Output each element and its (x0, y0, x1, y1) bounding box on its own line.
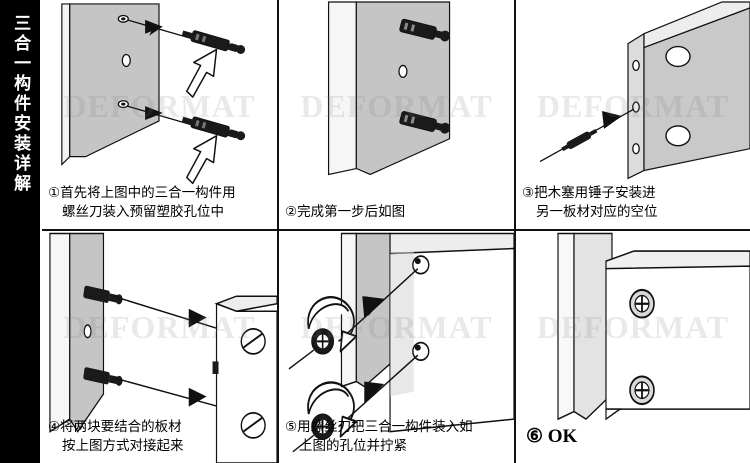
panel-3-caption: ③把木塞用锤子安装进 另一板材对应的空位 (522, 184, 746, 223)
panel-3-figure (516, 0, 750, 229)
panel-4-caption-line1: ④将两块要结合的板材 (48, 418, 182, 435)
panel-5: DEFORMAT ⑤用螺丝刀把三合一构件装入如 上图的孔位并拧紧 (279, 231, 516, 463)
panel-4-caption: ④将两块要结合的板材 按上图方式对接起来 (48, 418, 273, 457)
sidebar-title-text: 三合一构件安装详解 (10, 14, 31, 194)
panel-6-caption: ⑥ OK (526, 423, 746, 451)
panel-3-caption-line2: 另一板材对应的空位 (536, 204, 658, 221)
panel-5-caption-line2: 上图的孔位并拧紧 (299, 438, 407, 455)
panel-6-figure (516, 231, 750, 463)
panel-2-caption-line1: ②完成第一步后如图 (285, 204, 406, 221)
panel-grid: DEFORMAT ①首先将上图中的三合一构件用 螺丝刀装入预留塑胶孔位中 (42, 0, 750, 463)
panel-1-figure (42, 0, 277, 229)
panel-4-figure (42, 231, 277, 463)
panel-1-caption-line1: ①首先将上图中的三合一构件用 (48, 184, 236, 201)
panel-5-caption: ⑤用螺丝刀把三合一构件装入如 上图的孔位并拧紧 (285, 418, 510, 457)
panel-4-caption-line2: 按上图方式对接起来 (62, 438, 184, 455)
panel-6: DEFORMAT ⑥ OK (516, 231, 750, 463)
panel-5-caption-line1: ⑤用螺丝刀把三合一构件装入如 (285, 418, 473, 435)
panel-1-caption-line2: 螺丝刀装入预留塑胶孔位中 (62, 204, 224, 221)
panel-2: DEFORMAT ②完成第一步后如图 (279, 0, 516, 231)
panel-6-caption-line1: ⑥ OK (526, 426, 578, 448)
panel-2-caption: ②完成第一步后如图 (285, 203, 510, 223)
panel-3: DEFORMAT ③把木塞用锤子安装进 另一板材对应的空位 (516, 0, 750, 231)
panel-5-figure (279, 231, 514, 463)
sidebar-title-bar: 三合一构件安装详解 (0, 0, 40, 463)
panel-1-caption: ①首先将上图中的三合一构件用 螺丝刀装入预留塑胶孔位中 (48, 184, 273, 223)
panel-4: DEFORMAT ④将两块要结合的板材 按上图方式对接起来 (42, 231, 279, 463)
panel-2-figure (279, 0, 514, 229)
panel-3-caption-line1: ③把木塞用锤子安装进 (522, 184, 656, 201)
panel-1: DEFORMAT ①首先将上图中的三合一构件用 螺丝刀装入预留塑胶孔位中 (42, 0, 279, 231)
